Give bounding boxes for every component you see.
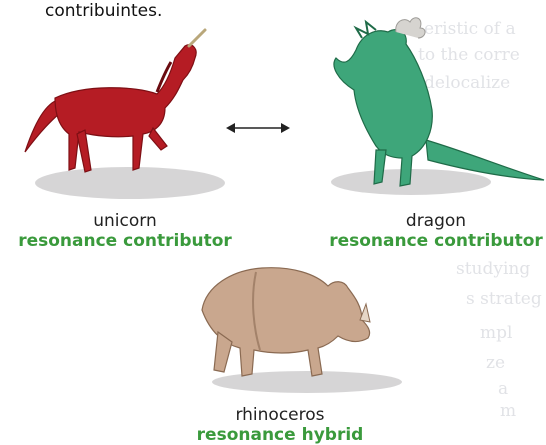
figure-name: rhinoceros <box>180 405 380 425</box>
rhinoceros-illustration <box>192 250 392 400</box>
figure-role: resonance contributor <box>0 231 250 251</box>
intro-text-fragment: contribuintes. <box>45 0 162 22</box>
bleed-line: a <box>498 378 508 400</box>
figure-role: resonance contributor <box>326 231 546 251</box>
figure-name: unicorn <box>0 211 250 231</box>
bleed-line: mpl <box>480 322 512 344</box>
unicorn-front-leg <box>149 128 167 150</box>
rhinoceros-shadow <box>212 371 402 393</box>
bleed-line: m <box>500 400 516 422</box>
unicorn-shadow <box>35 167 225 199</box>
rhinoceros-caption: rhinoceros resonance hybrid <box>180 405 380 445</box>
dragon-caption: dragon resonance contributor <box>326 211 546 251</box>
bleed-line: studying <box>456 258 530 280</box>
dragon-illustration <box>316 10 546 195</box>
unicorn-body <box>55 45 196 170</box>
bleed-line: s strateg <box>466 288 542 310</box>
resonance-arrow <box>226 121 290 135</box>
unicorn-tail <box>25 100 59 152</box>
bleed-line: ze <box>486 352 505 374</box>
figure-role: resonance hybrid <box>180 425 380 445</box>
unicorn-caption: unicorn resonance contributor <box>0 211 250 251</box>
unicorn-back-leg <box>77 130 91 172</box>
figure-name: dragon <box>326 211 546 231</box>
unicorn-illustration <box>15 28 215 198</box>
unicorn-horn <box>189 30 205 46</box>
